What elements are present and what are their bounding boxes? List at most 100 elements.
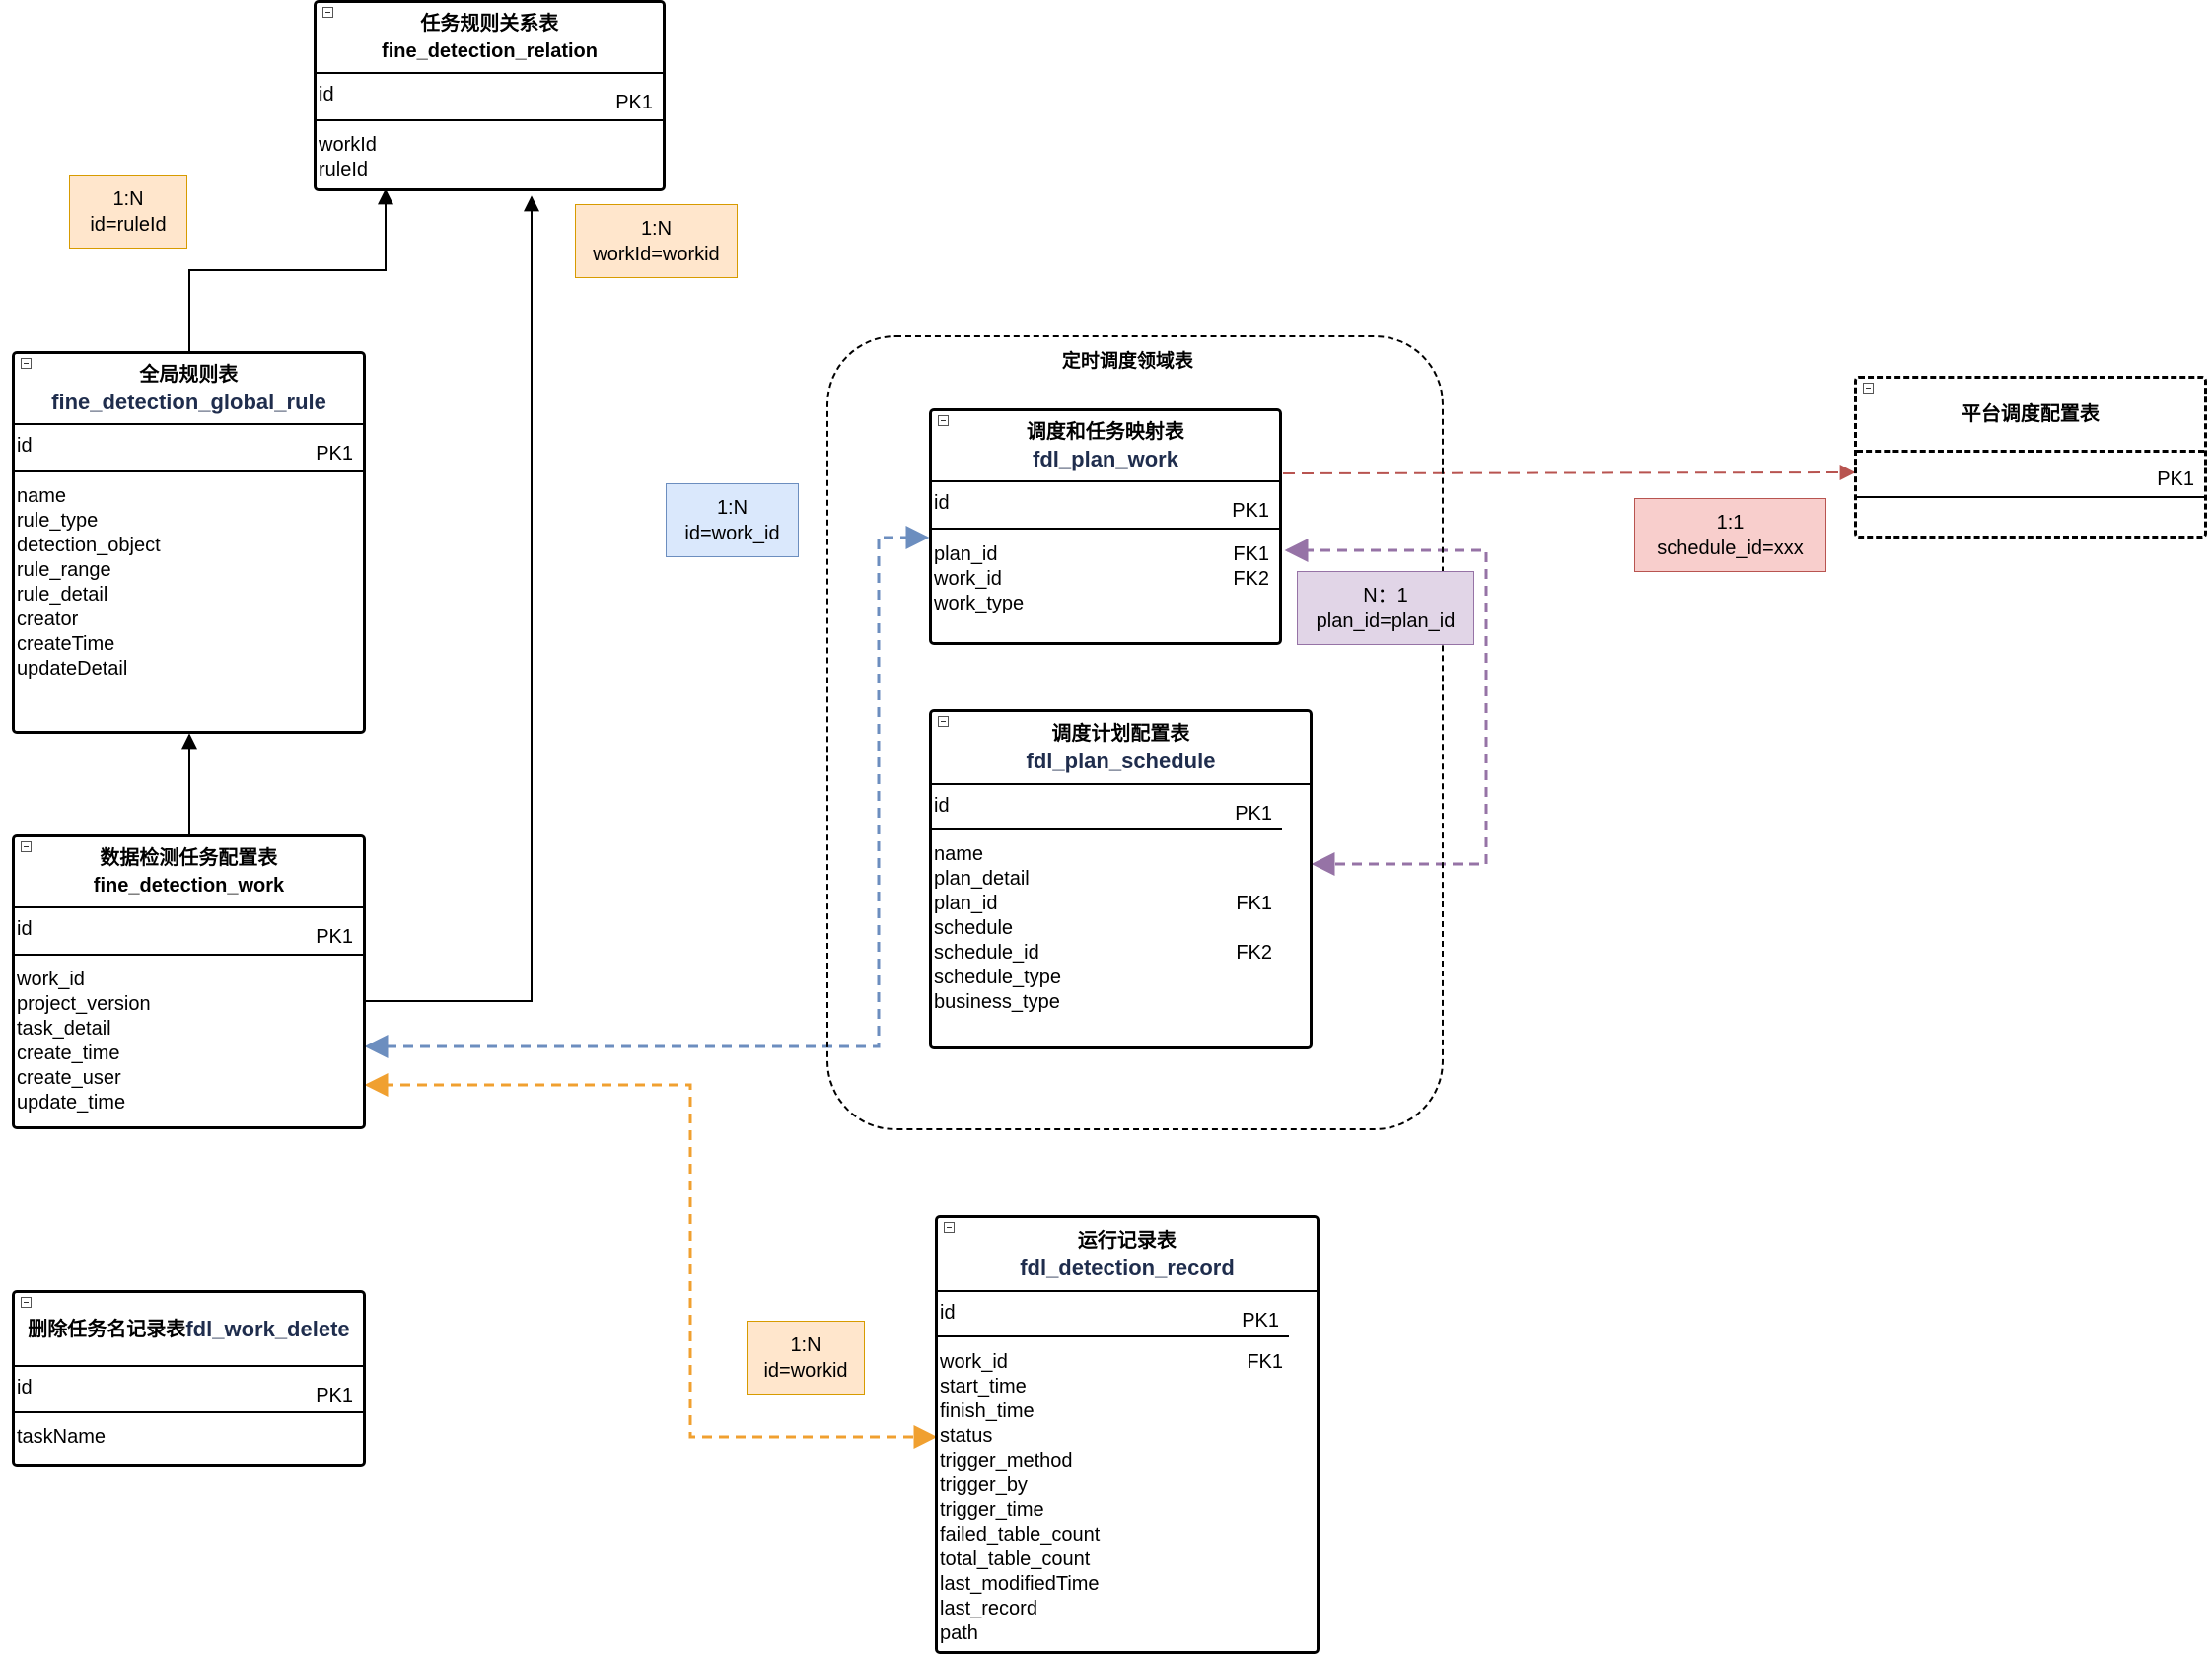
pk-label: PK1 — [2157, 468, 2194, 490]
pk-field: id — [17, 435, 33, 457]
field-row: task_detail — [17, 1018, 111, 1040]
field-row: rule_type — [17, 510, 99, 532]
collapse-icon[interactable] — [938, 716, 949, 727]
connector-work-record — [364, 1073, 938, 1449]
field-row: plan_detail — [934, 868, 1030, 890]
pk-row: id PK1 — [15, 425, 363, 472]
field-row: work_type — [934, 593, 1025, 614]
field-row: business_type — [934, 991, 1060, 1013]
pk-row: id PK1 — [317, 74, 663, 121]
table-cn-name: 调度和任务映射表 — [1027, 421, 1184, 443]
table-header: 任务规则关系表 fine_detection_relation — [317, 3, 663, 74]
field-row: create_time — [17, 1043, 120, 1064]
field-row: rule_range — [17, 559, 111, 581]
field-row: creator — [17, 609, 79, 630]
connector-rule-relation — [188, 188, 393, 351]
table-fine-detection-relation[interactable]: 任务规则关系表 fine_detection_relation id PK1 w… — [314, 0, 666, 191]
table-platform-schedule-config[interactable]: 平台调度配置表 PK1 — [1854, 376, 2207, 539]
collapse-icon[interactable] — [1863, 383, 1874, 394]
table-en-name: fine_detection_relation — [382, 40, 598, 62]
pk-label: PK1 — [1232, 500, 1269, 522]
collapse-icon[interactable] — [938, 415, 949, 426]
connector-planwork-schedule — [1284, 539, 1488, 876]
table-en-name: fine_detection_work — [93, 875, 285, 897]
pk-row: id PK1 — [15, 1367, 363, 1413]
pk-label: PK1 — [316, 926, 353, 948]
pk-row: PK1 — [1857, 453, 2204, 498]
table-cn-name: 运行记录表 — [1078, 1229, 1177, 1252]
connector-planwork-platform — [1282, 465, 1856, 481]
field-row: name — [934, 843, 984, 865]
scheduling-domain-title: 定时调度领域表 — [1062, 351, 1194, 372]
table-cn-name: 全局规则表 — [139, 364, 239, 386]
field-row: trigger_time — [940, 1499, 1044, 1521]
table-cn-name: 平台调度配置表 — [1962, 403, 2100, 425]
field-row: schedule — [934, 917, 1014, 939]
table-header: 调度计划配置表 fdl_plan_schedule — [932, 712, 1310, 785]
table-en-name: fdl_plan_schedule — [1026, 749, 1216, 773]
field-row: updateDetail — [17, 658, 128, 680]
table-cn-name: 数据检测任务配置表 — [100, 847, 278, 869]
field-row: detection_object — [17, 535, 161, 556]
field-row: finish_time — [940, 1401, 1035, 1422]
collapse-icon[interactable] — [322, 7, 333, 18]
table-header: 运行记录表 fdl_detection_record — [938, 1218, 1317, 1292]
table-fdl-plan-schedule[interactable]: 调度计划配置表 fdl_plan_schedule id PK1 name pl… — [929, 709, 1313, 1049]
pk-field: id — [934, 795, 950, 817]
pk-label: PK1 — [615, 92, 653, 113]
pk-row: id PK1 — [932, 482, 1279, 530]
field-row: failed_table_count — [940, 1524, 1101, 1546]
field-row: rule_detail — [17, 584, 108, 606]
field-list: workId ruleId — [319, 133, 653, 182]
table-header: 平台调度配置表 — [1857, 379, 2204, 453]
field-row: createTime — [17, 633, 115, 655]
field-row: total_table_count — [940, 1548, 1091, 1570]
field-row: create_user — [17, 1067, 121, 1089]
table-fine-detection-work[interactable]: 数据检测任务配置表 fine_detection_work id PK1 wor… — [12, 834, 366, 1129]
field-list: name rule_type detection_object rule_ran… — [17, 484, 353, 682]
scheduling-domain-group — [826, 335, 1444, 1130]
field-row: last_record — [940, 1598, 1037, 1619]
collapse-icon[interactable] — [944, 1222, 955, 1233]
collapse-icon[interactable] — [21, 841, 32, 852]
pk-label: PK1 — [1242, 1310, 1279, 1331]
table-en-name: fdl_work_delete — [185, 1316, 350, 1341]
connector-planwork-work — [364, 526, 930, 1058]
field-row: last_modifiedTime — [940, 1573, 1100, 1595]
table-fdl-detection-record[interactable]: 运行记录表 fdl_detection_record id PK1 work_i… — [935, 1215, 1320, 1654]
field-row: schedule_type — [934, 967, 1061, 988]
pk-field: id — [934, 492, 950, 514]
pk-label: PK1 — [316, 1385, 353, 1406]
collapse-icon[interactable] — [21, 358, 32, 369]
table-en-name: fdl_plan_work — [1033, 447, 1178, 471]
field-row: work_id — [17, 969, 85, 990]
collapse-icon[interactable] — [21, 1297, 32, 1308]
field-row: trigger_by — [940, 1474, 1028, 1496]
field-row: path — [940, 1622, 978, 1644]
table-header: 全局规则表 fine_detection_global_rule — [15, 354, 363, 425]
field-row: trigger_method — [940, 1450, 1073, 1472]
table-en-name: fdl_detection_record — [1020, 1255, 1235, 1280]
pk-label: PK1 — [316, 443, 353, 465]
field-row: taskName — [17, 1426, 107, 1448]
pk-row: id PK1 — [938, 1292, 1289, 1337]
pk-label: PK1 — [1235, 803, 1272, 825]
connector-work-relation — [365, 195, 539, 1002]
field-row: start_time — [940, 1376, 1027, 1398]
table-fine-detection-global-rule[interactable]: 全局规则表 fine_detection_global_rule id PK1 … — [12, 351, 366, 734]
